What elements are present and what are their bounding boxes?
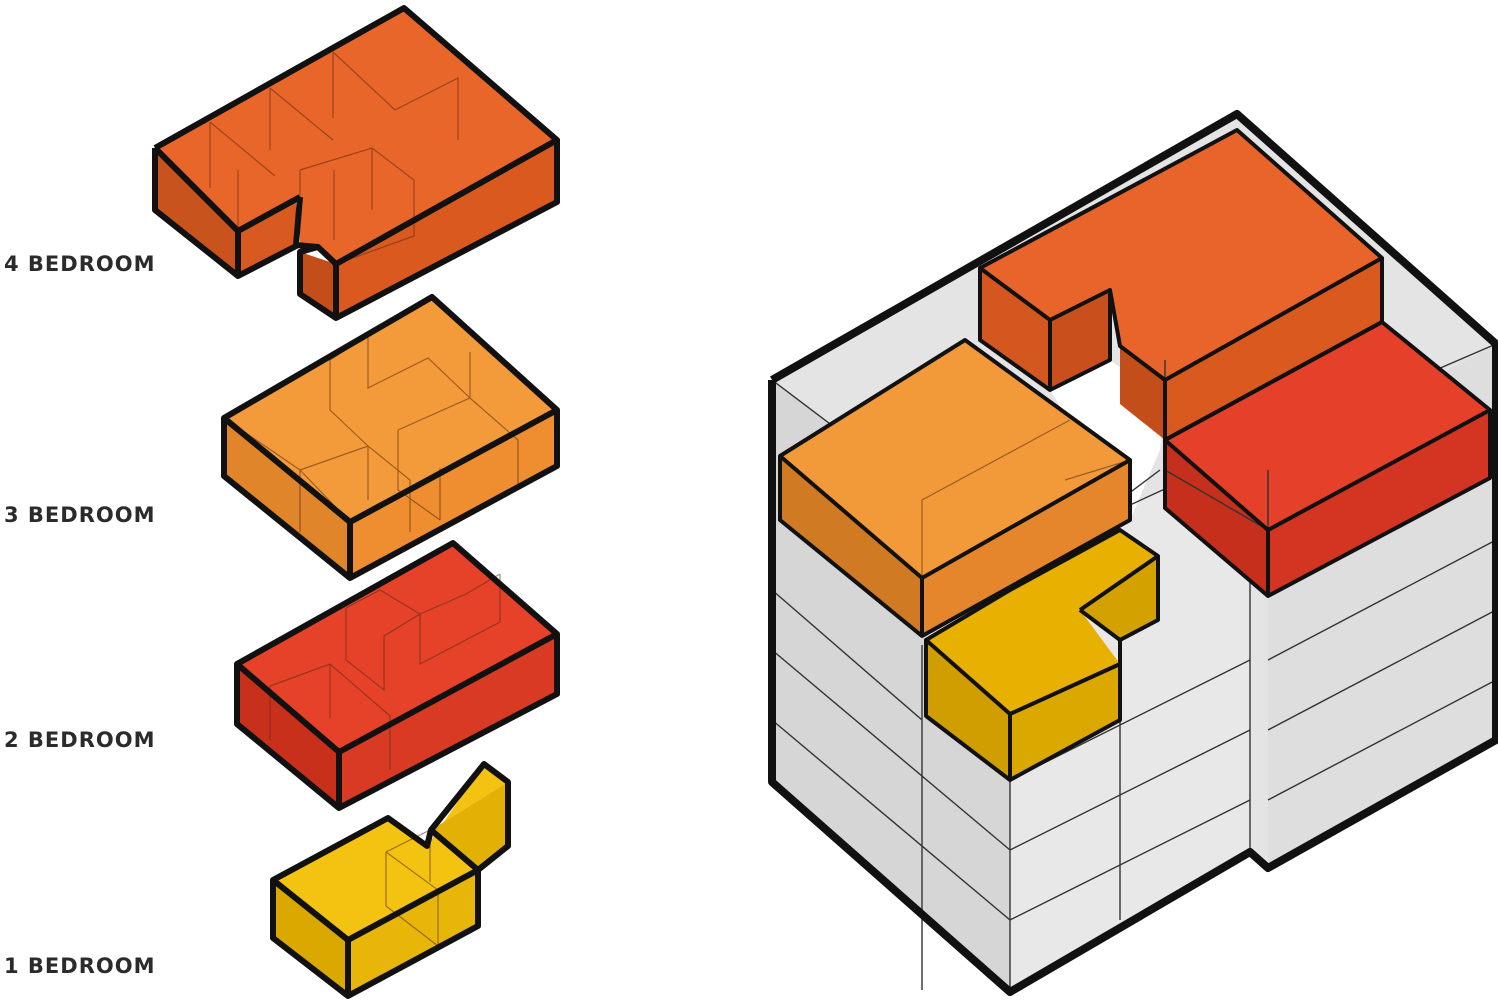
one-bedroom-unit	[273, 764, 508, 996]
three-bedroom-unit	[224, 297, 557, 578]
four-bedroom-unit	[155, 8, 557, 318]
label-3-bedroom: 3 BEDROOM	[4, 503, 155, 527]
label-2-bedroom: 2 BEDROOM	[4, 728, 155, 752]
label-4-bedroom: 4 BEDROOM	[4, 252, 155, 276]
two-bedroom-unit	[237, 543, 557, 808]
label-1-bedroom: 1 BEDROOM	[4, 954, 155, 978]
stacked-building	[772, 114, 1496, 992]
